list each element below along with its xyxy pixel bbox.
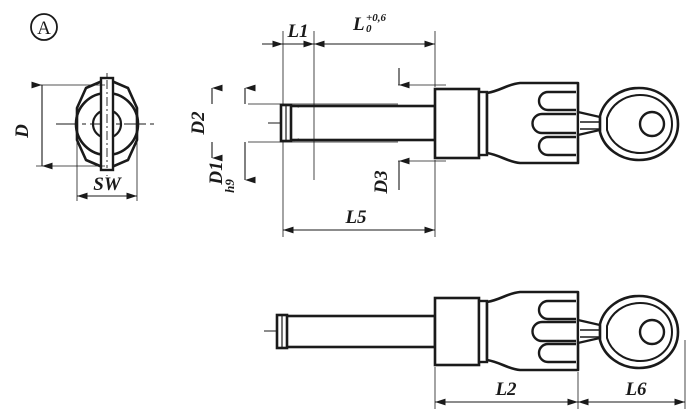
dimension-D1: D1 h9 bbox=[206, 84, 256, 193]
lower-shaft-body bbox=[283, 314, 437, 349]
lower-collar bbox=[433, 296, 489, 367]
dimension-label-D1-subscript: h9 bbox=[222, 179, 237, 193]
dimension-L6: L6 bbox=[578, 379, 685, 406]
lower-side-view: L2 L6 bbox=[264, 290, 686, 409]
dimension-label-L6: L6 bbox=[624, 379, 647, 400]
dimension-SW: SW bbox=[76, 142, 138, 201]
dimension-D3: D3 bbox=[371, 68, 410, 195]
lower-grip-groove-top bbox=[537, 299, 576, 321]
collar-body bbox=[433, 87, 481, 160]
crimp-body bbox=[576, 110, 602, 137]
center-slot bbox=[99, 76, 115, 172]
dimension-label-D2: D2 bbox=[188, 111, 209, 136]
dimension-label-SW: SW bbox=[93, 174, 122, 195]
shaft-body bbox=[287, 104, 437, 142]
view-tag-a: A bbox=[30, 13, 58, 41]
upper-collar bbox=[433, 87, 489, 160]
dimension-tolerance-upper: +0,6 bbox=[366, 12, 387, 24]
lower-collar-body bbox=[433, 296, 481, 367]
dimension-L1: L1 bbox=[262, 21, 335, 48]
upper-side-view: L1 L +0,6 0 D2 D1 h9 D3 bbox=[188, 12, 680, 237]
upper-extension-lines bbox=[248, 31, 446, 237]
upper-ring-eyelet bbox=[598, 86, 680, 162]
dimension-label-L5: L5 bbox=[344, 207, 367, 228]
upper-crimp-neck bbox=[576, 110, 602, 137]
grip-groove-middle bbox=[531, 112, 576, 135]
grip-groove-top bbox=[537, 90, 576, 112]
lower-crimp-neck bbox=[576, 318, 602, 345]
view-tag-circle bbox=[30, 13, 58, 41]
dimension-label-D3: D3 bbox=[371, 170, 392, 194]
view-tag-label: A bbox=[37, 18, 51, 39]
dimension-L: L +0,6 0 bbox=[314, 12, 435, 48]
dimension-D2: D2 bbox=[188, 84, 223, 162]
ring-inner bbox=[606, 93, 674, 155]
dimension-label-L1: L1 bbox=[286, 21, 308, 42]
lower-ring-inner bbox=[606, 301, 674, 363]
lower-ring-eyelet bbox=[598, 294, 680, 370]
slot-body bbox=[99, 76, 115, 172]
lower-grip-body bbox=[485, 290, 580, 372]
lower-grip-groove-bottom bbox=[537, 342, 576, 364]
section-view-a: D SW bbox=[12, 73, 158, 201]
upper-pin-shaft bbox=[279, 103, 437, 143]
dimension-D: D bbox=[12, 81, 105, 170]
dimension-L2: L2 bbox=[435, 379, 578, 406]
dimension-label-D1: D1 bbox=[206, 161, 227, 185]
dimension-L5: L5 bbox=[283, 207, 435, 234]
dimension-tolerance-lower: 0 bbox=[366, 23, 372, 35]
dimension-label-D: D bbox=[12, 124, 33, 139]
lower-grip-groove-middle bbox=[531, 320, 576, 343]
lower-crimp-body bbox=[576, 318, 602, 345]
dimension-label-L: L bbox=[352, 14, 365, 35]
lower-ring-hole bbox=[638, 318, 666, 346]
lower-pin-shaft bbox=[275, 313, 437, 350]
dimension-label-L2: L2 bbox=[494, 379, 517, 400]
ring-hole bbox=[638, 110, 666, 138]
grip-groove-bottom bbox=[537, 135, 576, 157]
upper-grip-body bbox=[485, 81, 580, 165]
